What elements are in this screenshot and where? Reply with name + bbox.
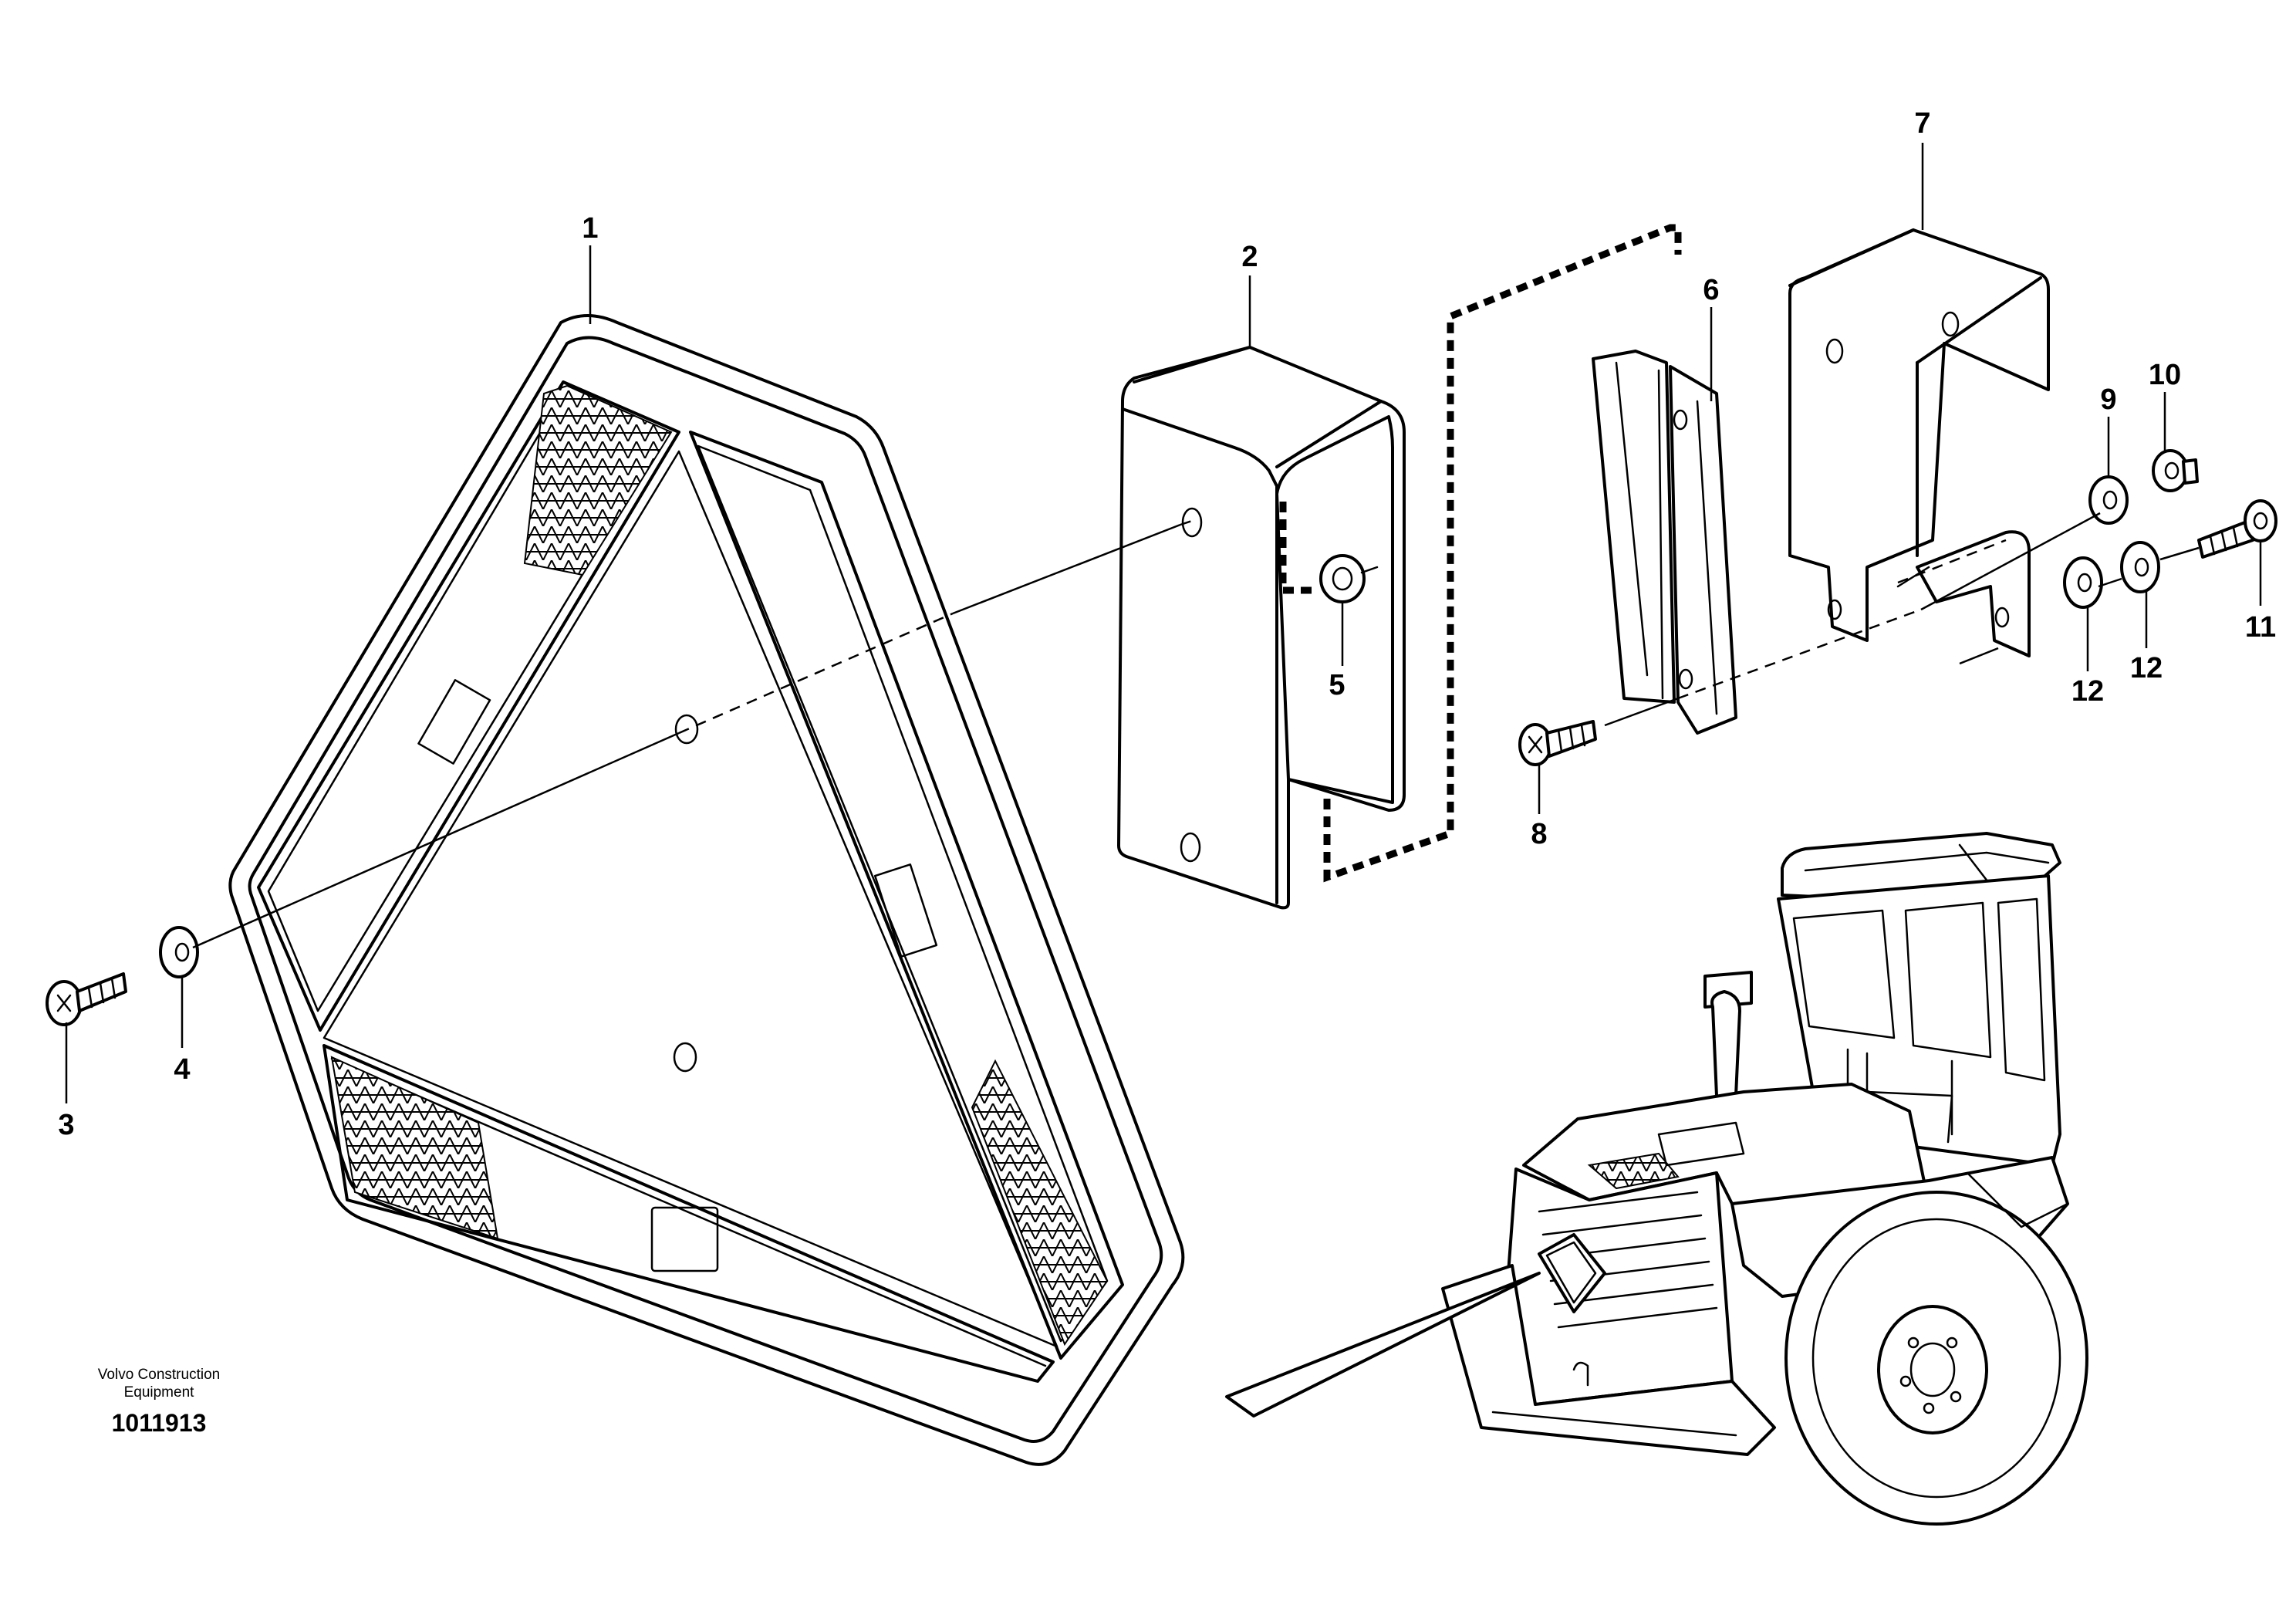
washer-12a xyxy=(2063,556,2103,609)
callout-10: 10 xyxy=(2149,359,2181,391)
washer-12b xyxy=(2120,541,2160,593)
callout-leaders xyxy=(65,143,2262,1103)
nut xyxy=(1319,554,1379,603)
callout-12-right: 12 xyxy=(2130,652,2163,684)
u-bracket xyxy=(1788,228,2050,657)
caption-company-line1: Volvo Construction xyxy=(98,1367,220,1383)
callout-2: 2 xyxy=(1241,241,1258,273)
reflector-pointer-wedge xyxy=(1225,1272,1541,1418)
callout-8: 8 xyxy=(1531,818,1547,850)
caption-block: Volvo Construction Equipment 1011913 xyxy=(98,1367,220,1437)
wheel-loader-illustration xyxy=(1441,832,2088,1526)
bolt-11 xyxy=(2197,499,2277,559)
bolt-3 xyxy=(46,972,127,1026)
assembly-lines xyxy=(192,512,2200,949)
callout-4: 4 xyxy=(174,1053,190,1086)
callout-7: 7 xyxy=(1914,107,1930,140)
washer-4 xyxy=(159,926,199,978)
caption-company-line2: Equipment xyxy=(124,1384,195,1401)
reflector-triangle xyxy=(228,314,1185,1466)
clamp-profile xyxy=(1592,350,1737,735)
callout-1: 1 xyxy=(582,212,598,245)
mounting-bracket xyxy=(1117,346,1406,910)
caption-drawing-number: 1011913 xyxy=(112,1409,207,1437)
callout-9: 9 xyxy=(2100,384,2116,416)
callout-11: 11 xyxy=(2245,611,2276,644)
assembly-dashed-outline xyxy=(1323,224,1682,883)
nut-10 xyxy=(2152,449,2199,492)
bolt-8 xyxy=(1518,720,1597,766)
callout-6: 6 xyxy=(1703,274,1719,306)
callout-5: 5 xyxy=(1329,669,1345,701)
callout-12-left: 12 xyxy=(2071,675,2104,708)
callout-3: 3 xyxy=(58,1109,74,1141)
callout-labels: 1 2 3 4 5 6 7 8 9 10 11 12 12 xyxy=(58,107,2276,1141)
